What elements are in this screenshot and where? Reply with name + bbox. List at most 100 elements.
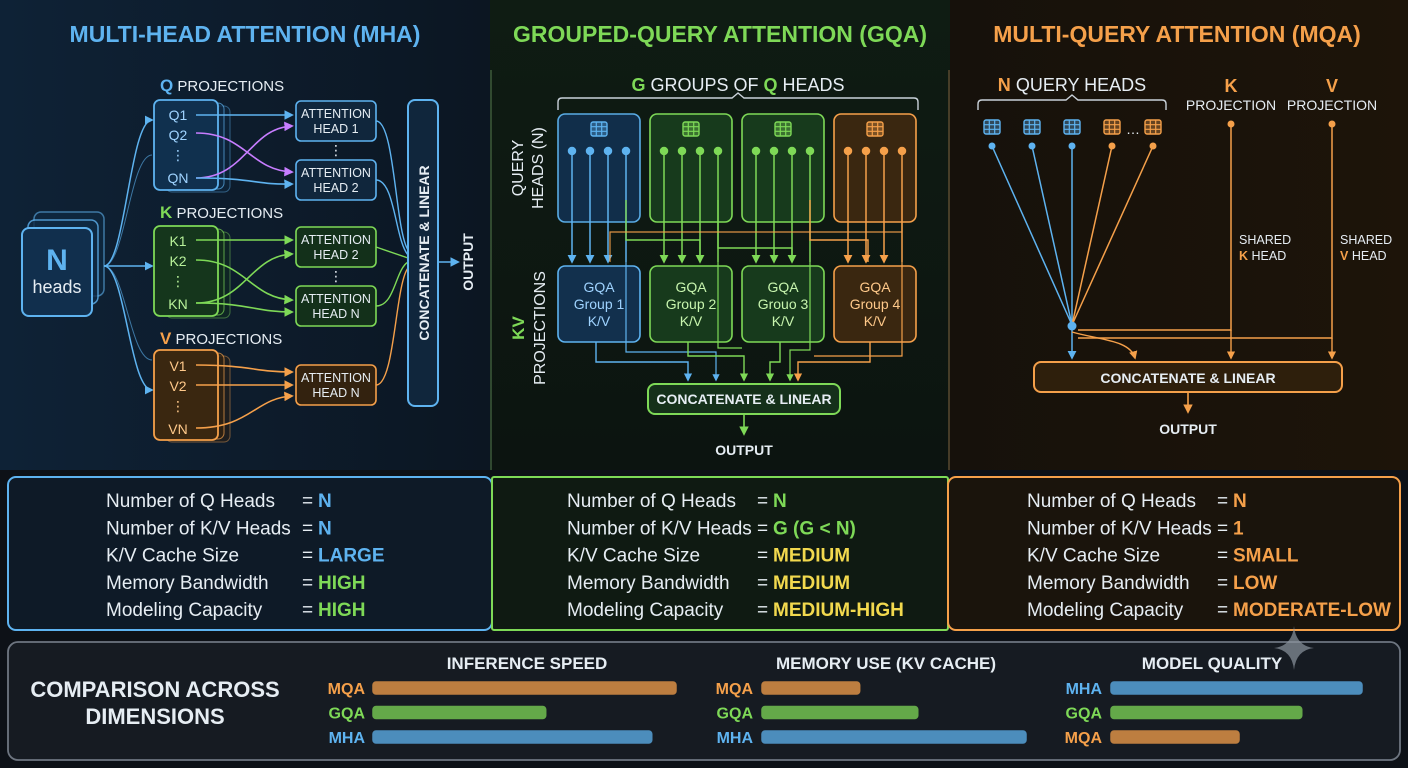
v-projections-box [153,349,219,441]
gqa-group-2-kv [649,265,733,343]
gqa-group-name: Grouo 3 [758,296,809,312]
q-projections-box [153,99,219,191]
mha-stat-value: N [318,518,332,539]
gqa-group-3-kv [741,265,825,343]
comparison-bar-mqa [1110,730,1240,744]
gqa-stat-equals: = [757,518,768,539]
mqa-stats-panel [947,476,1401,631]
gqa-stat-label: Number of Q Heads [567,491,736,512]
mqa-stat-equals: = [1217,546,1228,567]
mqa-diagram: N QUERY HEADS … K PROJECTION V PROJECTIO… [977,75,1392,437]
comparison-title-line2: DIMENSIONS [85,704,224,729]
comparison-dimension-title: MODEL QUALITY [1142,654,1283,673]
mha-stat-value: HIGH [318,573,366,594]
grid-icon [590,121,608,137]
gqa-group-name: Group 1 [574,296,625,312]
comparison-bar-label: MQA [328,681,366,698]
gqa-stat-label: Memory Bandwidth [567,573,730,594]
grid-icon [1063,119,1081,135]
comparison-dimension-title: INFERENCE SPEED [447,654,608,673]
mqa-stat-value: LOW [1233,573,1277,594]
shared-v-letter: V [1340,249,1349,263]
groups-brace [557,92,919,110]
comparison-bar-mha [372,730,653,744]
comparison-title-line1: COMPARISON ACROSS [30,677,279,702]
mha-stat-value: N [318,491,332,512]
gqa-stat-value: N [773,491,787,512]
v-section-letter: V [160,329,172,348]
svg-text:K HEAD: K HEAD [1239,249,1286,263]
v-ellipsis: ⋮ [171,398,185,414]
svg-text:⋮: ⋮ [329,268,343,284]
comparison-bar-label: GQA [717,706,754,723]
comparison-bar-mha [1110,681,1363,695]
query-heads-brace [977,94,1167,110]
comparison-bar-label: MHA [717,730,754,747]
mqa-stat-value: 1 [1233,518,1244,539]
v-projection-label: PROJECTION [1287,97,1377,113]
shared-v-line2: HEAD [1352,249,1387,263]
k-section-letter: K [160,203,173,222]
v1-label: V1 [169,358,186,374]
mha-stat-equals: = [302,518,313,539]
mha-output-label: OUTPUT [460,233,476,291]
gqa-group-name: Group 2 [666,296,717,312]
gqa-stat-value: MEDIUM [773,546,850,567]
mha-concat-linear [407,99,439,407]
comparison-bar-mqa [372,681,677,695]
mha-diagram: N heads Q PROJECTIONS Q1 Q2 ⋮ QN K PROJE… [21,76,476,443]
svg-text:V HEAD: V HEAD [1340,249,1387,263]
gqa-stat-equals: = [757,573,768,594]
gqa-group-title: GQA [583,279,615,295]
comparison-bar-mha [761,730,1027,744]
k1-label: K1 [169,233,186,249]
mqa-junction [1067,321,1077,331]
svg-text:⋮: ⋮ [329,142,343,158]
k-projection-letter: K [1225,76,1238,96]
comparison-bar-label: GQA [1066,706,1103,723]
n-heads-input-box [21,227,93,317]
mha-stat-equals: = [302,600,313,621]
query-group-2 [649,113,733,223]
gqa-group-1-kv [557,265,641,343]
attention-head-label: ATTENTION [301,233,371,247]
grid-icon [866,121,884,137]
comparison-bar-label: GQA [329,706,366,723]
kn-label: KN [168,296,187,312]
mqa-stat-value: MODERATE-LOW [1233,600,1391,621]
gqa-group-4-kv [833,265,917,343]
attention-head-number: HEAD N [312,386,359,400]
gqa-group-kv: K/V [588,313,611,329]
gqa-group-title: GQA [675,279,707,295]
attention-head-label: ATTENTION [301,292,371,306]
svg-text:K PROJECTIONS: K PROJECTIONS [160,203,283,222]
mha-stat-equals: = [302,546,313,567]
q2-label: Q2 [169,127,188,143]
mqa-stat-label: Memory Bandwidth [1027,573,1190,594]
gqa-output-label: OUTPUT [715,442,773,458]
svg-text:Q PROJECTIONS: Q PROJECTIONS [160,76,284,95]
query-group-3 [741,113,825,223]
mha-stat-value: LARGE [318,546,385,567]
mqa-stat-equals: = [1217,491,1228,512]
projections-label: PROJECTIONS [532,271,549,385]
k-projection-label: PROJECTION [1186,97,1276,113]
query-heads-label-2: HEADS (N) [530,127,547,209]
comparison-bar-label: MQA [716,681,754,698]
mha-stat-label: Number of Q Heads [106,491,275,512]
gqa-title: GROUPED-QUERY ATTENTION (GQA) [513,21,927,47]
mha-stat-label: Modeling Capacity [106,600,263,621]
q-section-label: PROJECTIONS [177,78,284,95]
gqa-diagram: G GROUPS OF Q HEADS QUERY HEADS (N) KV P… [509,75,919,458]
mha-stat-label: Number of K/V Heads [106,518,291,539]
mqa-concat-label: CONCATENATE & LINEAR [1100,370,1275,386]
grid-icon [1023,119,1041,135]
v2-label: V2 [169,378,186,394]
mqa-query-heads-header: N QUERY HEADS [998,75,1146,95]
v-projection-letter: V [1326,76,1338,96]
grid-icon [1144,119,1162,135]
mqa-title: MULTI-QUERY ATTENTION (MQA) [993,21,1361,47]
comparison-dimension-title: MEMORY USE (KV CACHE) [776,654,996,673]
q-ellipsis: ⋮ [171,147,185,163]
k2-label: K2 [169,253,186,269]
